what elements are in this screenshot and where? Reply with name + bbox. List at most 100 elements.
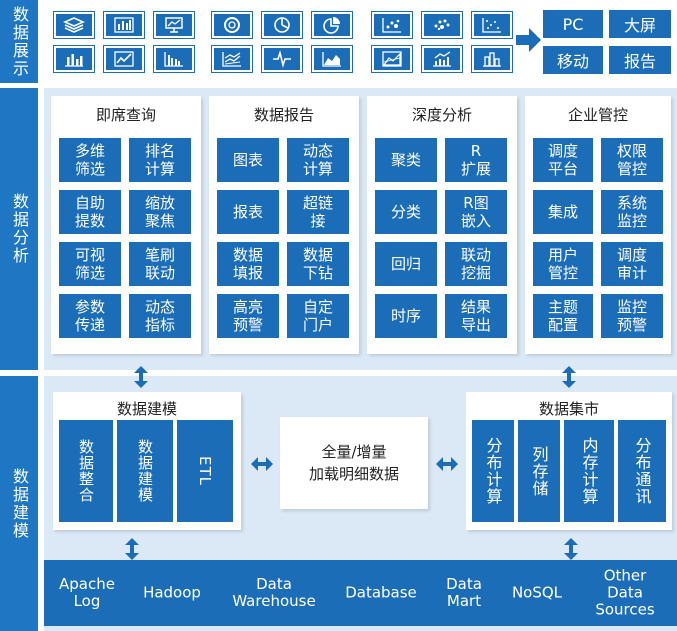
incremental-load-box: 全量/增量 加载明细数据 [280, 417, 428, 509]
modeling-cell[interactable]: 数据建模 [117, 420, 173, 522]
modeling-cell[interactable]: 数据整合 [59, 420, 113, 522]
feature-cell[interactable]: 时序 [375, 294, 437, 338]
layers-icon[interactable] [54, 12, 94, 38]
feature-cell[interactable]: 结果 导出 [445, 294, 507, 338]
side-label-analysis: 数据分析 [0, 88, 38, 370]
panel-deep-analysis: 深度分析 聚类 R 扩展 分类 R图 嵌入 回归 联动 挖掘 时序 结果 导出 [367, 96, 517, 354]
feature-cell[interactable]: 排名 计算 [129, 138, 191, 182]
feature-cell[interactable]: 图表 [217, 138, 279, 182]
area-grid-icon[interactable] [372, 46, 412, 72]
panel-data-mart: 数据集市 分布计算 列存储 内存计算 分布通讯 [466, 392, 672, 530]
output-pc-button[interactable]: PC [543, 10, 603, 38]
feature-cell[interactable]: 用户 管控 [533, 242, 593, 286]
scatter-dot-icon[interactable] [372, 12, 412, 38]
area-chart-icon[interactable] [312, 46, 352, 72]
feature-cell[interactable]: 报表 [217, 190, 279, 234]
feature-cell[interactable]: 笔刷 联动 [129, 242, 191, 286]
mart-cell[interactable]: 分布计算 [472, 420, 514, 522]
output-bigscreen-button[interactable]: 大屏 [609, 10, 671, 38]
feature-cell[interactable]: 系统 监控 [601, 190, 663, 234]
source-data-mart: Data Mart [446, 575, 482, 610]
feature-cell[interactable]: 集成 [533, 190, 593, 234]
feature-cell[interactable]: 数据 填报 [217, 242, 279, 286]
line-column-icon[interactable] [422, 46, 462, 72]
scatter-grid-icon[interactable] [472, 12, 512, 38]
source-data-warehouse: Data Warehouse [232, 575, 316, 610]
feature-cell[interactable]: 回归 [375, 242, 437, 286]
side-label-display: 数据展示 [0, 0, 38, 83]
mart-cell[interactable]: 列存储 [518, 420, 560, 522]
feature-cell[interactable]: 超链 接 [287, 190, 349, 234]
feature-cell[interactable]: 数据 下钻 [287, 242, 349, 286]
chart-icon-grid [50, 8, 520, 78]
output-pc-label: PC [562, 14, 584, 34]
feature-cell[interactable]: 主题 配置 [533, 294, 593, 338]
mart-cell[interactable]: 内存计算 [564, 420, 614, 522]
feature-cell[interactable]: 聚类 [375, 138, 437, 182]
mart-cell-label: 分布通讯 [632, 437, 652, 505]
scatter-cluster-icon[interactable] [422, 12, 462, 38]
side-label-modeling-text: 数据建模 [10, 467, 29, 540]
vertical-double-arrow-icon [125, 538, 139, 560]
feature-cell[interactable]: 动态 计算 [287, 138, 349, 182]
feature-cell[interactable]: 自助 提数 [59, 190, 121, 234]
vertical-double-arrow-icon [562, 366, 576, 388]
presentation-chart-icon[interactable] [154, 12, 194, 38]
output-mobile-button[interactable]: 移动 [543, 46, 603, 74]
modeling-cell[interactable]: ETL [177, 420, 233, 522]
feature-cell[interactable]: 调度 审计 [601, 242, 663, 286]
feature-cell[interactable]: 动态 指标 [129, 294, 191, 338]
panel-title: 数据报告 [253, 106, 314, 124]
panel-data-modeling: 数据建模 数据整合 数据建模 ETL [53, 392, 241, 530]
panel-title: 深度分析 [411, 106, 472, 124]
panel-enterprise-control: 企业管控 调度 平台 权限 管控 集成 系统 监控 用户 管控 调度 审计 主题… [525, 96, 671, 354]
feature-cell[interactable]: 多维 筛选 [59, 138, 121, 182]
feature-cell[interactable]: 自定 门户 [287, 294, 349, 338]
mart-cell-label: 分布计算 [483, 437, 503, 505]
bar-outline-icon[interactable] [472, 46, 512, 72]
feature-cell[interactable]: R图 嵌入 [445, 190, 507, 234]
feature-cell[interactable]: 监控 预警 [601, 294, 663, 338]
feature-cell[interactable]: 分类 [375, 190, 437, 234]
vertical-double-arrow-icon [134, 366, 148, 388]
wave-line-icon[interactable] [262, 46, 302, 72]
output-report-label: 报告 [623, 52, 656, 71]
right-arrow-icon [516, 28, 541, 52]
horizontal-double-arrow-icon [251, 457, 273, 471]
feature-cell[interactable]: 参数 传递 [59, 294, 121, 338]
donut-chart-icon[interactable] [212, 12, 252, 38]
panel-data-report: 数据报告 图表 动态 计算 报表 超链 接 数据 填报 数据 下钻 高亮 预警 … [209, 96, 359, 354]
modeling-cell-label: 数据整合 [77, 439, 95, 503]
mart-cell[interactable]: 分布通讯 [618, 420, 666, 522]
horizontal-double-arrow-icon [436, 457, 458, 471]
panel-title: 数据集市 [538, 400, 599, 418]
feature-cell[interactable]: R 扩展 [445, 138, 507, 182]
source-nosql: NoSQL [511, 583, 563, 602]
source-database: Database [345, 583, 417, 602]
pie-slice-icon[interactable] [312, 12, 352, 38]
source-other: Other Data Sources [595, 566, 655, 619]
bar-chart-icon[interactable] [104, 12, 144, 38]
feature-cell[interactable]: 权限 管控 [601, 138, 663, 182]
feature-cell[interactable]: 缩放 聚焦 [129, 190, 191, 234]
feature-cell[interactable]: 高亮 预警 [217, 294, 279, 338]
output-report-button[interactable]: 报告 [609, 46, 671, 74]
panel-title: 即席查询 [95, 106, 156, 124]
mart-cell-label: 内存计算 [579, 437, 599, 505]
modeling-cell-label: ETL [196, 456, 214, 486]
grouped-bar-icon[interactable] [154, 46, 194, 72]
output-mobile-label: 移动 [556, 52, 589, 71]
panel-adhoc-query: 即席查询 多维 筛选 排名 计算 自助 提数 缩放 聚焦 可视 筛选 笔刷 联动… [51, 96, 201, 354]
output-bigscreen-label: 大屏 [623, 16, 656, 35]
pie-chart-icon[interactable] [262, 12, 302, 38]
feature-cell[interactable]: 可视 筛选 [59, 242, 121, 286]
side-label-display-text: 数据展示 [10, 5, 29, 78]
line-trend-icon[interactable] [104, 46, 144, 72]
side-label-modeling: 数据建模 [0, 376, 38, 631]
stacked-line-icon[interactable] [212, 46, 252, 72]
column-chart-icon[interactable] [54, 46, 94, 72]
panel-title: 企业管控 [567, 106, 628, 124]
panel-title: 数据建模 [116, 400, 177, 418]
feature-cell[interactable]: 联动 挖掘 [445, 242, 507, 286]
feature-cell[interactable]: 调度 平台 [533, 138, 593, 182]
